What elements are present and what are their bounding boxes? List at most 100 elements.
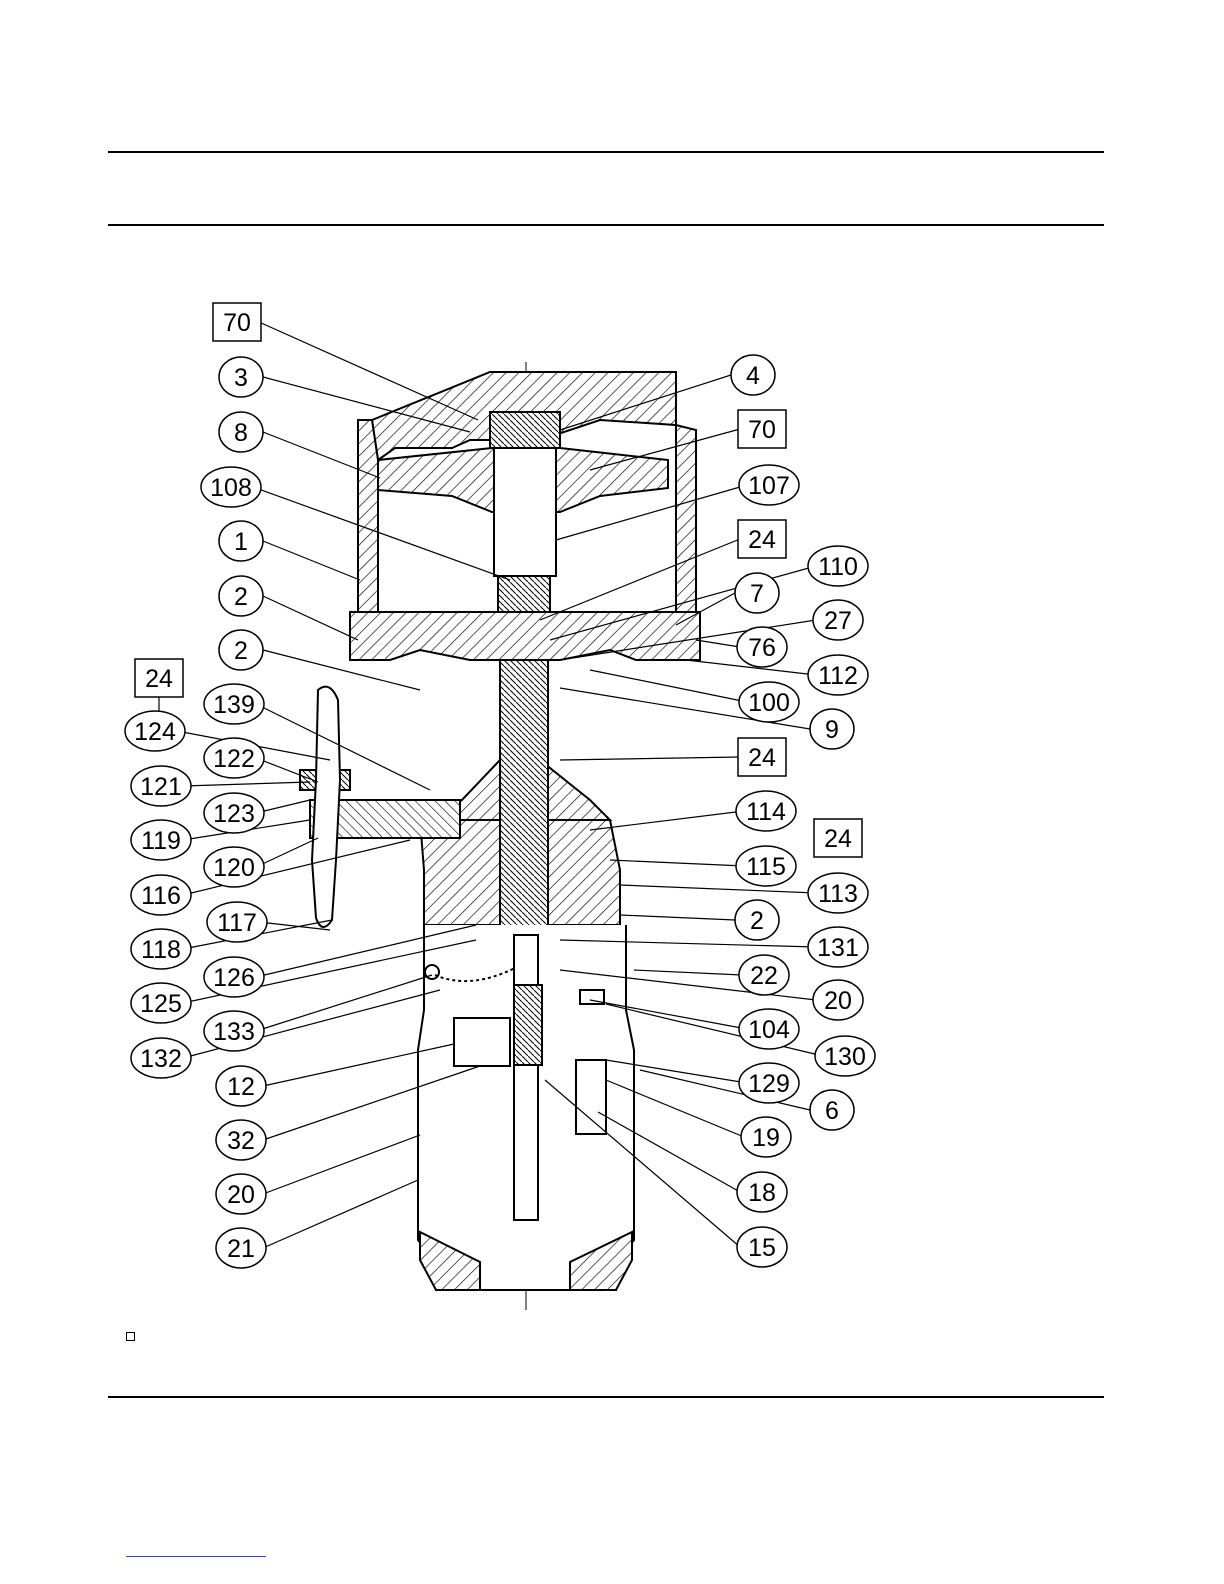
callout-124-circle: 124 [125,711,185,751]
callout-label: 112 [818,662,858,690]
callout-116-circle: 116 [131,875,191,915]
callout-4-circle: 4 [731,355,775,395]
callout-115-circle: 115 [736,846,796,886]
callout-label: 8 [234,419,248,447]
callout-label: 24 [748,526,776,554]
callout-label: 32 [227,1127,255,1155]
callout-114-circle: 114 [736,791,796,831]
callout-label: 4 [746,362,760,390]
callout-label: 18 [748,1179,776,1207]
callout-label: 6 [825,1097,839,1125]
callout-19-circle: 19 [741,1117,791,1157]
leader-line [620,915,735,920]
callout-label: 24 [748,744,776,772]
callout-label: 121 [140,773,182,801]
callout-24-box: 24 [814,819,862,857]
callout-107-circle: 107 [739,465,799,505]
callout-label: 119 [141,827,181,855]
callout-label: 2 [234,637,248,665]
lower-coupling [514,985,542,1065]
callout-label: 116 [141,882,181,910]
leader-line [263,596,358,640]
callout-label: 129 [748,1070,790,1098]
callout-label: 107 [748,472,790,500]
callout-label: 132 [140,1045,182,1073]
callout-label: 22 [750,962,778,990]
callout-119-circle: 119 [131,820,191,860]
leader-line [263,1180,418,1248]
callout-113-circle: 113 [808,873,868,913]
callout-label: 19 [752,1124,780,1152]
footer-link-underline [126,1556,266,1557]
leader-line [256,975,432,1031]
callout-label: 21 [227,1235,255,1263]
callout-label: 2 [234,583,248,611]
callout-24-box: 24 [738,738,786,776]
drive-screw [500,660,548,935]
callout-125-circle: 125 [131,983,191,1023]
callout-label: 110 [818,553,858,581]
leader-line [263,1135,420,1194]
callout-139-circle: 139 [204,684,264,724]
callout-9-circle: 9 [810,709,854,749]
leader-line [540,539,740,620]
lower-stem [514,935,538,1220]
callout-label: 117 [217,909,257,937]
callout-label: 24 [145,665,173,693]
callout-1-circle: 1 [219,521,263,561]
stem-coupling [498,576,550,614]
callout-22-circle: 22 [739,955,789,995]
callout-label: 113 [818,880,858,908]
callout-label: 24 [824,825,852,853]
callout-label: 115 [746,853,786,881]
callout-label: 20 [824,987,852,1015]
callout-129-circle: 129 [739,1063,799,1103]
callout-118-circle: 118 [131,929,191,969]
callout-2-circle: 2 [219,630,263,670]
callout-104-circle: 104 [739,1009,799,1049]
callout-70-box: 70 [213,303,261,341]
callout-18-circle: 18 [737,1172,787,1212]
leader-line [620,885,816,893]
leader-line [263,541,360,580]
callout-100-circle: 100 [739,682,799,722]
callout-label: 1 [234,528,248,556]
callout-120-circle: 120 [204,847,264,887]
callout-label: 125 [140,990,182,1018]
callout-20-circle: 20 [216,1174,266,1214]
callout-117-circle: 117 [207,902,267,942]
callout-12-circle: 12 [216,1066,266,1106]
callout-label: 27 [824,607,852,635]
leader-line [183,782,310,786]
piston-nut [490,412,560,448]
callout-21-circle: 21 [216,1228,266,1268]
callout-6-circle: 6 [810,1090,854,1130]
leader-line [256,838,318,867]
callout-label: 70 [748,416,776,444]
callout-label: 122 [213,745,255,773]
callout-3-circle: 3 [219,357,263,397]
callout-label: 118 [141,936,181,964]
leader-line [696,640,740,647]
callout-123-circle: 123 [204,793,264,833]
callout-label: 108 [210,474,252,502]
callout-label: 2 [750,907,764,935]
callout-110-circle: 110 [808,546,868,586]
valve-actuator-drawing [300,362,700,1310]
callout-label: 104 [748,1016,790,1044]
callout-label: 133 [213,1018,255,1046]
callout-122-circle: 122 [204,738,264,778]
callout-label: 124 [134,718,176,746]
callout-24-box: 24 [738,520,786,558]
callout-2-circle: 2 [219,576,263,616]
callout-label: 20 [227,1181,255,1209]
callout-label: 120 [213,854,255,882]
callout-label: 114 [746,798,786,826]
callout-20-circle: 20 [813,980,863,1020]
coupling-block [454,1018,510,1066]
callout-121-circle: 121 [131,766,191,806]
leader-line [634,970,742,975]
callout-131-circle: 131 [808,927,868,967]
callout-132-circle: 132 [131,1038,191,1078]
